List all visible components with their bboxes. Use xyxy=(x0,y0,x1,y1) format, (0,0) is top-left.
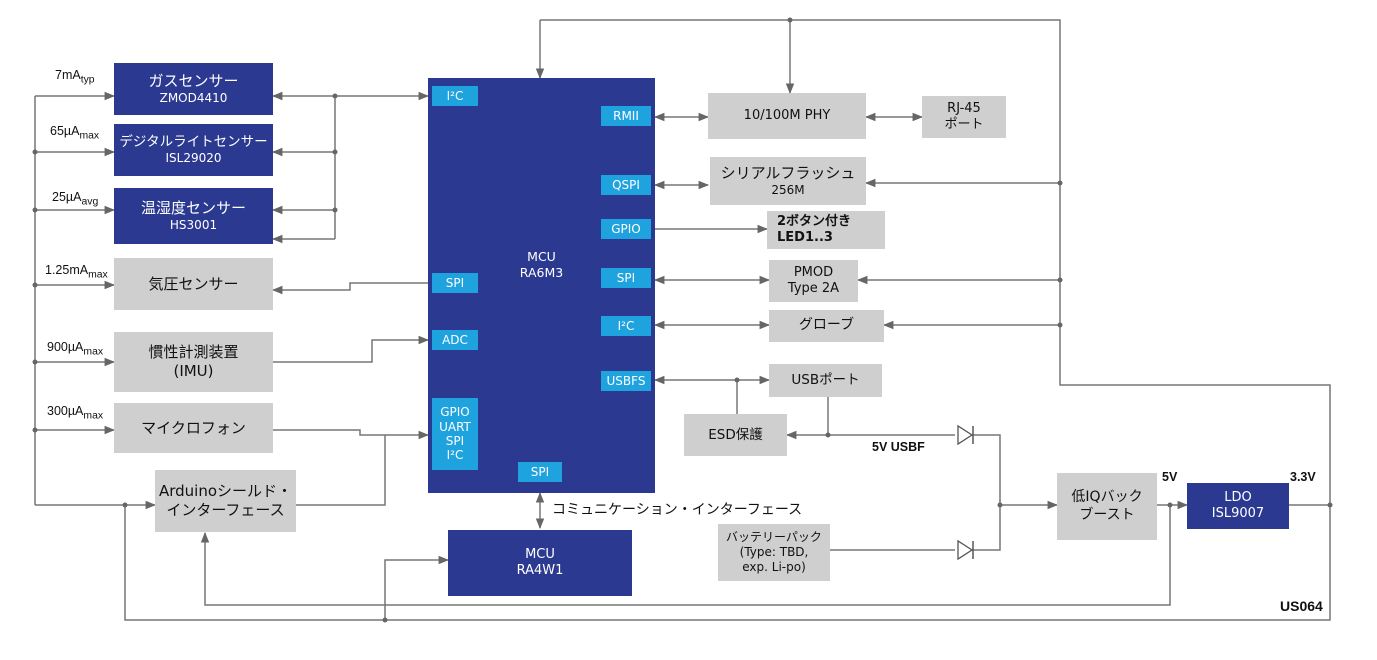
humidity-sensor-name: 温湿度センサー xyxy=(140,199,246,218)
port-rmii: RMII xyxy=(601,106,651,126)
ldo-line1: LDO xyxy=(1224,489,1252,505)
port-gpio-multi-uart: UART xyxy=(439,419,471,434)
port-adc: ADC xyxy=(432,330,478,350)
rj45-line1: RJ-45 xyxy=(947,100,981,116)
battery-line1: バッテリーパック xyxy=(726,530,822,544)
battery-line2: (Type: TBD, xyxy=(739,545,809,559)
gas-sensor-part: ZMOD4410 xyxy=(159,90,228,105)
battery-pack-block: バッテリーパック (Type: TBD, exp. Li-po) xyxy=(718,524,830,581)
pressure-sensor-block: 気圧センサー xyxy=(114,258,273,310)
pmod-block: PMOD Type 2A xyxy=(769,260,858,302)
humidity-sensor-block: 温湿度センサー HS3001 xyxy=(114,188,273,244)
5v-label: 5V xyxy=(1162,470,1178,484)
battery-line3: exp. Li-po) xyxy=(742,560,806,574)
mcu-ra6m3-label: MCU RA6M3 xyxy=(428,245,655,285)
pressure-sensor-name: 気圧センサー xyxy=(148,274,239,293)
current-label-mic: 300µAmax xyxy=(47,404,104,422)
button-led-block: 2ボタン付き LED1..3 xyxy=(767,211,885,249)
port-usbfs: USBFS xyxy=(601,371,651,391)
gas-sensor-name: ガスセンサー xyxy=(148,72,239,91)
mcu-ra6m3-line1: MCU xyxy=(527,249,556,265)
humidity-sensor-part: HS3001 xyxy=(169,217,218,232)
port-spi-bottom: SPI xyxy=(518,462,562,482)
port-i2c-grove: I²C xyxy=(601,316,651,336)
3v3-label: 3.3V xyxy=(1290,470,1316,484)
port-gpio-multi-spi: SPI xyxy=(445,434,465,448)
ldo-block: LDO ISL9007 xyxy=(1187,483,1289,529)
esd-protection-block: ESD保護 xyxy=(684,414,787,456)
button-led-line1: 2ボタン付き xyxy=(777,213,852,229)
port-spi-pmod: SPI xyxy=(601,268,651,288)
grove-block: グローブ xyxy=(769,310,884,342)
port-gpio-multi-i2c: I²C xyxy=(446,448,464,463)
imu-name: 慣性計測装置 xyxy=(148,343,239,362)
microphone-name: マイクロフォン xyxy=(141,418,246,437)
rj45-block: RJ-45 ポート xyxy=(922,96,1006,138)
serial-flash-block: シリアルフラッシュ 256M xyxy=(710,157,866,205)
usb-port-block: USBポート xyxy=(769,364,882,397)
comm-interface-label: コミュニケーション・インターフェース xyxy=(552,501,803,517)
current-label-gas: 7mAtyp xyxy=(55,68,95,86)
buck-boost-line2: ブースト xyxy=(1079,506,1135,523)
mcu-ra4w1-block: MCU RA4W1 xyxy=(448,530,632,596)
usbf-5v-label: 5V USBF xyxy=(872,440,925,454)
diagram-code-label: US064 xyxy=(1280,598,1323,614)
arduino-line1: Arduinoシールド・ xyxy=(158,482,293,501)
light-sensor-name: デジタルライトセンサー xyxy=(119,134,268,151)
microphone-block: マイクロフォン xyxy=(114,403,273,453)
gas-sensor-block: ガスセンサー ZMOD4410 xyxy=(114,63,273,115)
current-label-humid: 25µAavg xyxy=(52,190,99,208)
button-led-line2: LED1..3 xyxy=(777,230,833,245)
mcu-ra4w1-line1: MCU xyxy=(525,546,555,562)
phy-block: 10/100M PHY xyxy=(708,93,866,139)
arduino-shield-block: Arduinoシールド・ インターフェース xyxy=(155,470,296,532)
pmod-line1: PMOD xyxy=(793,264,834,280)
mcu-ra6m3-line2: RA6M3 xyxy=(519,265,564,280)
current-label-imu: 900µAmax xyxy=(47,340,104,358)
port-spi-pressure: SPI xyxy=(432,273,478,293)
light-sensor-block: デジタルライトセンサー ISL29020 xyxy=(114,124,273,176)
current-label-pressure: 1.25mAmax xyxy=(45,263,108,281)
mcu-ra4w1-line2: RA4W1 xyxy=(516,563,564,578)
imu-part: (IMU) xyxy=(173,362,214,380)
port-qspi: QSPI xyxy=(601,175,651,195)
rj45-line2: ポート xyxy=(944,117,984,132)
port-i2c-sensors: I²C xyxy=(432,86,478,106)
ldo-line2: ISL9007 xyxy=(1211,506,1265,521)
buck-boost-line1: 低IQバック xyxy=(1071,489,1143,505)
port-gpio-multi: GPIO UART SPI I²C xyxy=(432,398,478,470)
serial-flash-line1: シリアルフラッシュ xyxy=(720,164,856,183)
imu-block: 慣性計測装置 (IMU) xyxy=(114,332,273,392)
serial-flash-line2: 256M xyxy=(771,182,805,197)
arduino-line2: インターフェース xyxy=(166,501,285,519)
buck-boost-block: 低IQバック ブースト xyxy=(1057,473,1157,540)
pmod-line2: Type 2A xyxy=(787,281,840,296)
port-gpio-multi-gpio: GPIO xyxy=(440,405,470,420)
current-label-light: 65µAmax xyxy=(50,124,100,142)
port-gpio: GPIO xyxy=(601,219,651,239)
light-sensor-part: ISL29020 xyxy=(165,150,222,165)
